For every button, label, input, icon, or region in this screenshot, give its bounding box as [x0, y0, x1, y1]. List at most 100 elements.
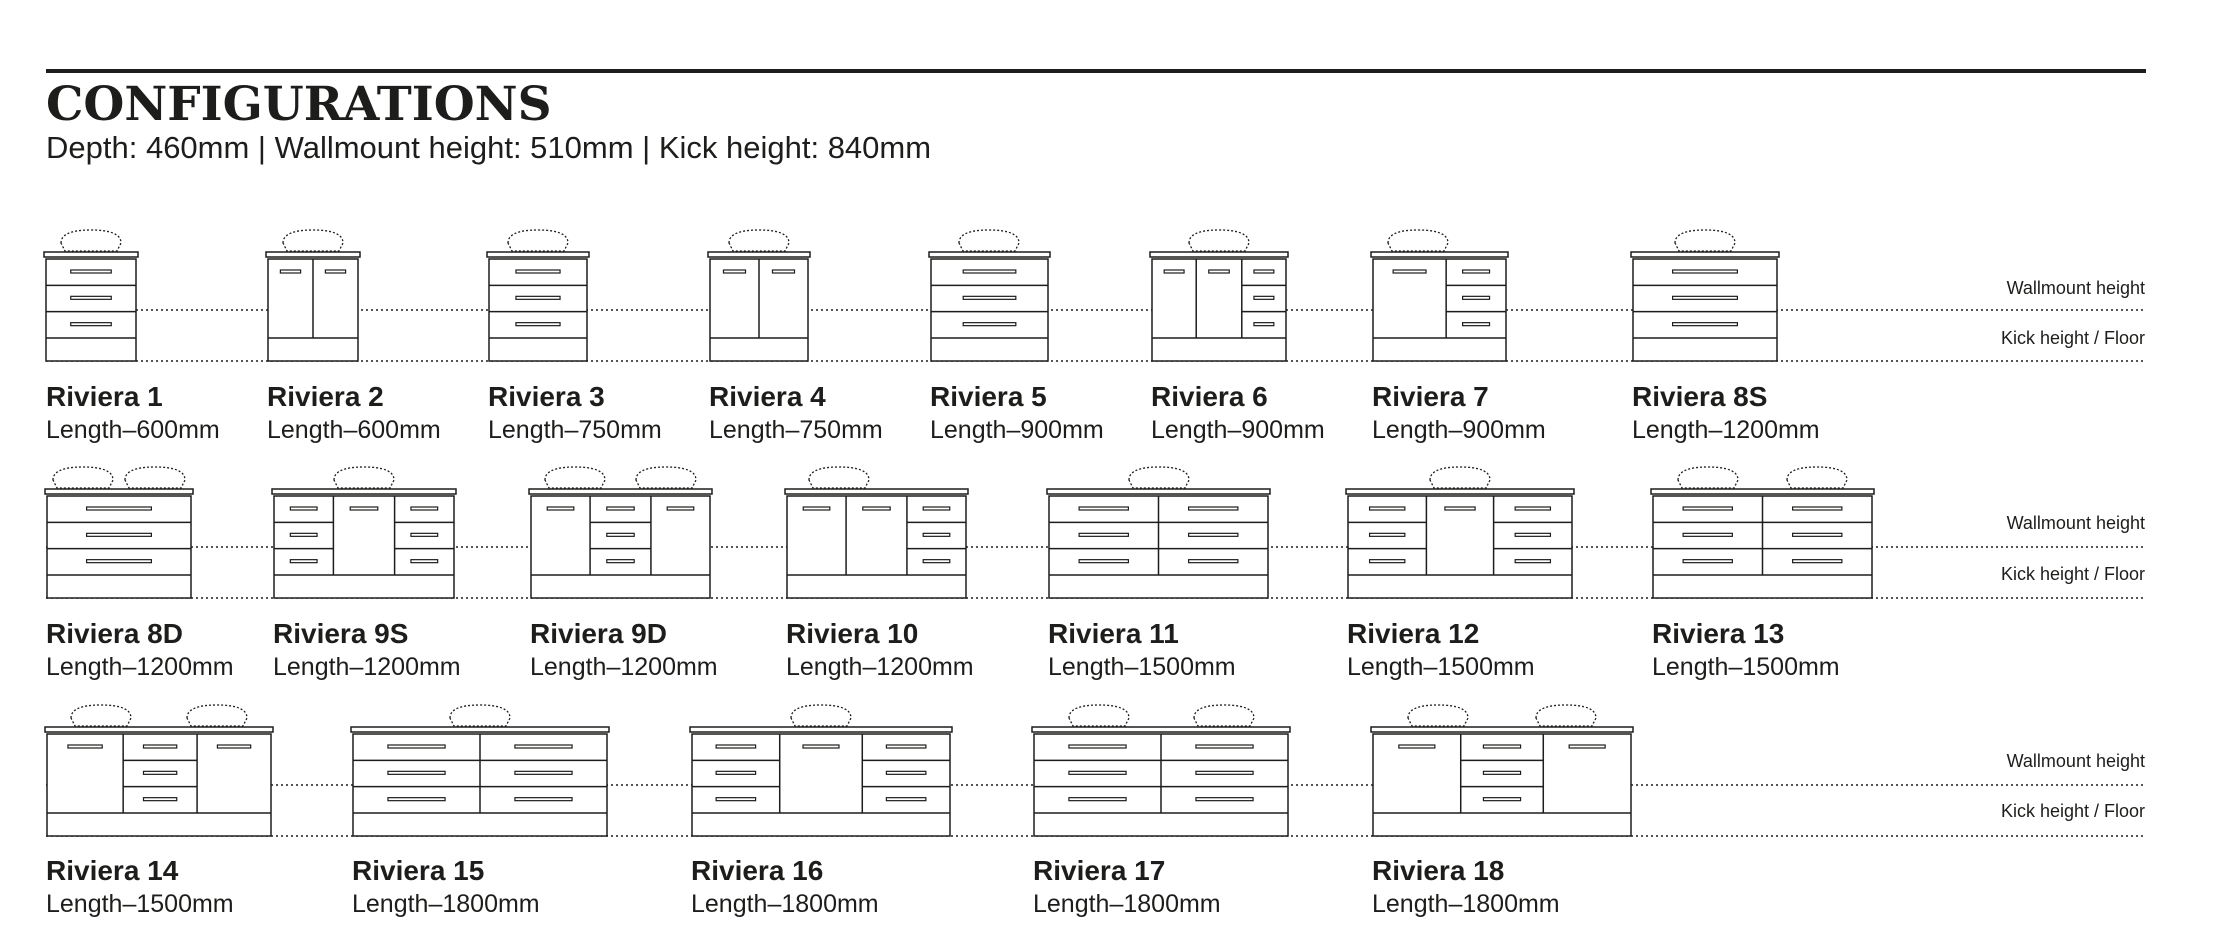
benchtop	[1046, 488, 1271, 495]
config-label: Riviera 13 Length–1500mm	[1652, 617, 1840, 683]
drawer-handle	[515, 269, 561, 274]
dimension-specs: Depth: 460mm | Wallmount height: 510mm |…	[46, 130, 932, 165]
config-label: Riviera 16 Length–1800mm	[691, 854, 879, 920]
cabinet-body	[45, 258, 137, 362]
config-name: Riviera 3	[488, 381, 605, 412]
config-label: Riviera 17 Length–1800mm	[1033, 854, 1221, 920]
config-name: Riviera 6	[1151, 381, 1268, 412]
vanity-drawing	[928, 229, 1051, 362]
cabinet-body	[1372, 733, 1632, 837]
basin-outline	[1535, 704, 1597, 727]
drawer-handle	[1068, 797, 1127, 802]
cabinet-drawings	[44, 704, 1634, 837]
basin-outline	[124, 466, 186, 489]
config-label: Riviera 2 Length–600mm	[267, 380, 441, 446]
benchtop	[1630, 251, 1780, 258]
drawer-handle	[1482, 797, 1522, 802]
drawer-handle	[1671, 295, 1738, 300]
vanity-drawing	[528, 466, 713, 599]
drawer-handle	[410, 559, 439, 564]
drawer-handle	[1792, 506, 1843, 511]
config-label: Riviera 3 Length–750mm	[488, 380, 662, 446]
cabinet-drawings	[44, 466, 1875, 599]
basin-outline	[507, 229, 569, 252]
drawer-handle	[1398, 744, 1436, 749]
vanity-drawing	[689, 704, 953, 837]
drawer-handle	[1253, 295, 1275, 300]
drawer-handle	[1253, 322, 1275, 327]
benchtop	[1370, 251, 1509, 258]
drawer-handle	[922, 559, 951, 564]
config-name: Riviera 18	[1372, 855, 1505, 886]
basin-outline	[333, 466, 395, 489]
vanity-drawing	[265, 229, 361, 362]
config-label: Riviera 5 Length–900mm	[930, 380, 1104, 446]
benchtop	[1650, 488, 1875, 495]
drawer-handle	[885, 744, 927, 749]
benchtop	[1370, 726, 1634, 733]
cabinet-body	[1151, 258, 1287, 362]
drawer-handle	[1671, 322, 1738, 327]
cabinet-body	[786, 495, 967, 599]
drawer-handle	[1208, 269, 1230, 274]
drawer-handle	[1792, 559, 1843, 564]
config-name: Riviera 1	[46, 381, 163, 412]
cabinet-body	[1033, 733, 1289, 837]
config-name: Riviera 4	[709, 381, 826, 412]
basin-outline	[186, 704, 248, 727]
kick-height-label: Kick height / Floor	[2000, 801, 2145, 821]
cabinet-body	[273, 495, 455, 599]
wallmount-height-label: Wallmount height	[2006, 751, 2145, 771]
drawer-handle	[514, 797, 573, 802]
config-length: Length–1200mm	[46, 653, 234, 681]
drawer-handle	[606, 559, 635, 564]
basin-outline	[790, 704, 852, 727]
benchtop	[1031, 726, 1291, 733]
benchtop	[44, 488, 194, 495]
config-name: Riviera 15	[352, 855, 485, 886]
drawer-handle	[1462, 322, 1491, 327]
drawer-handle	[1671, 269, 1738, 274]
drawer-handle	[1368, 506, 1406, 511]
drawer-handle	[1188, 506, 1239, 511]
benchtop	[44, 726, 274, 733]
drawer-handle	[70, 269, 112, 274]
config-name: Riviera 9S	[273, 618, 409, 649]
drawer-handle	[289, 559, 318, 564]
config-length: Length–1200mm	[1632, 416, 1820, 444]
vanity-drawing	[350, 704, 610, 837]
drawer-handle	[962, 322, 1017, 327]
config-length: Length–1500mm	[46, 890, 234, 918]
drawer-handle	[1482, 744, 1522, 749]
config-name: Riviera 5	[930, 381, 1047, 412]
basin-outline	[808, 466, 870, 489]
benchtop	[1345, 488, 1575, 495]
drawer-handle	[1078, 532, 1129, 537]
config-length: Length–600mm	[267, 416, 441, 444]
config-length: Length–900mm	[930, 416, 1104, 444]
config-length: Length–750mm	[488, 416, 662, 444]
drawer-handle	[606, 532, 635, 537]
drawer-handle	[387, 744, 446, 749]
drawer-handle	[802, 506, 831, 511]
basin-outline	[1188, 229, 1250, 252]
vanity-drawing	[43, 229, 139, 362]
config-name: Riviera 2	[267, 381, 384, 412]
basin-outline	[1128, 466, 1190, 489]
vanity-drawing	[1370, 229, 1509, 362]
config-label: Riviera 11 Length–1500mm	[1048, 617, 1236, 683]
drawer-handle	[387, 770, 446, 775]
drawer-handle	[85, 532, 153, 537]
vanity-drawing	[1149, 229, 1289, 362]
vanity-drawing	[784, 466, 969, 599]
drawer-handle	[1368, 559, 1406, 564]
drawer-handle	[1253, 269, 1275, 274]
row-3-drawings	[44, 704, 2146, 837]
basin-outline	[1674, 229, 1736, 252]
cabinet-body	[352, 733, 608, 837]
basin-outline	[728, 229, 790, 252]
drawer-handle	[410, 532, 439, 537]
basin-outline	[958, 229, 1020, 252]
config-length: Length–1500mm	[1652, 653, 1840, 681]
basin-outline	[449, 704, 511, 727]
